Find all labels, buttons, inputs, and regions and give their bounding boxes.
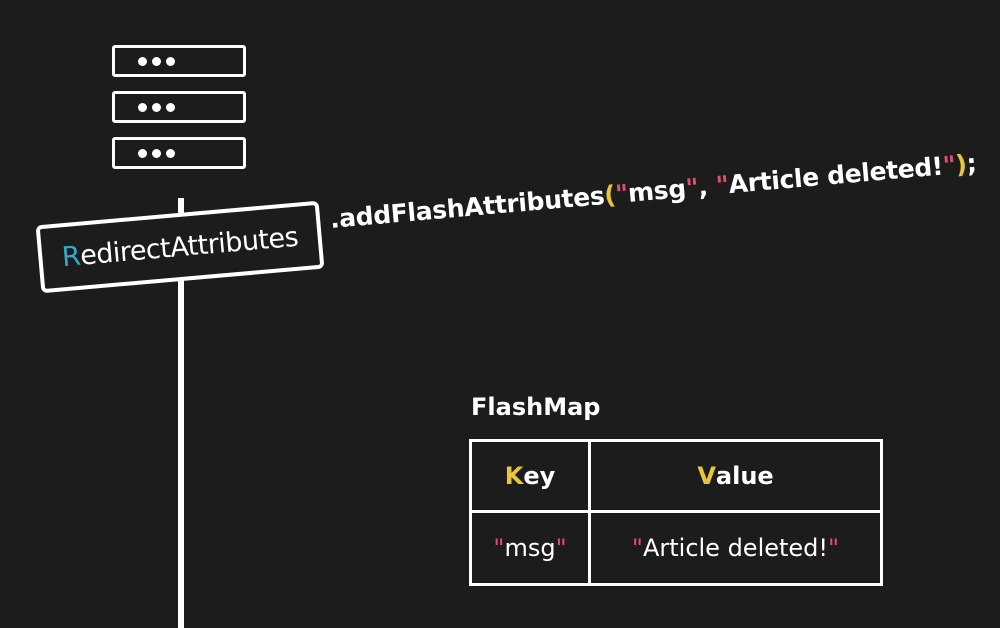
arg-value: Article deleted! [727, 151, 945, 200]
server-stack-icon [112, 45, 250, 171]
table-cell-value: "Article deleted!" [631, 534, 840, 562]
arg-key: msg [626, 173, 688, 208]
server-unit [112, 91, 246, 123]
redirect-attributes-label: edirectAttributes [78, 221, 300, 272]
table-row-divider [472, 510, 880, 513]
method-name: .addFlashAttributes [328, 181, 606, 234]
server-unit [112, 45, 246, 77]
table-cell-key: "msg" [493, 534, 567, 562]
method-call: .addFlashAttributes("msg", "Article dele… [329, 149, 978, 234]
flashmap-title: FlashMap [471, 393, 601, 421]
semicolon: ; [965, 148, 978, 179]
server-unit [112, 137, 246, 169]
timeline-line [178, 198, 184, 628]
